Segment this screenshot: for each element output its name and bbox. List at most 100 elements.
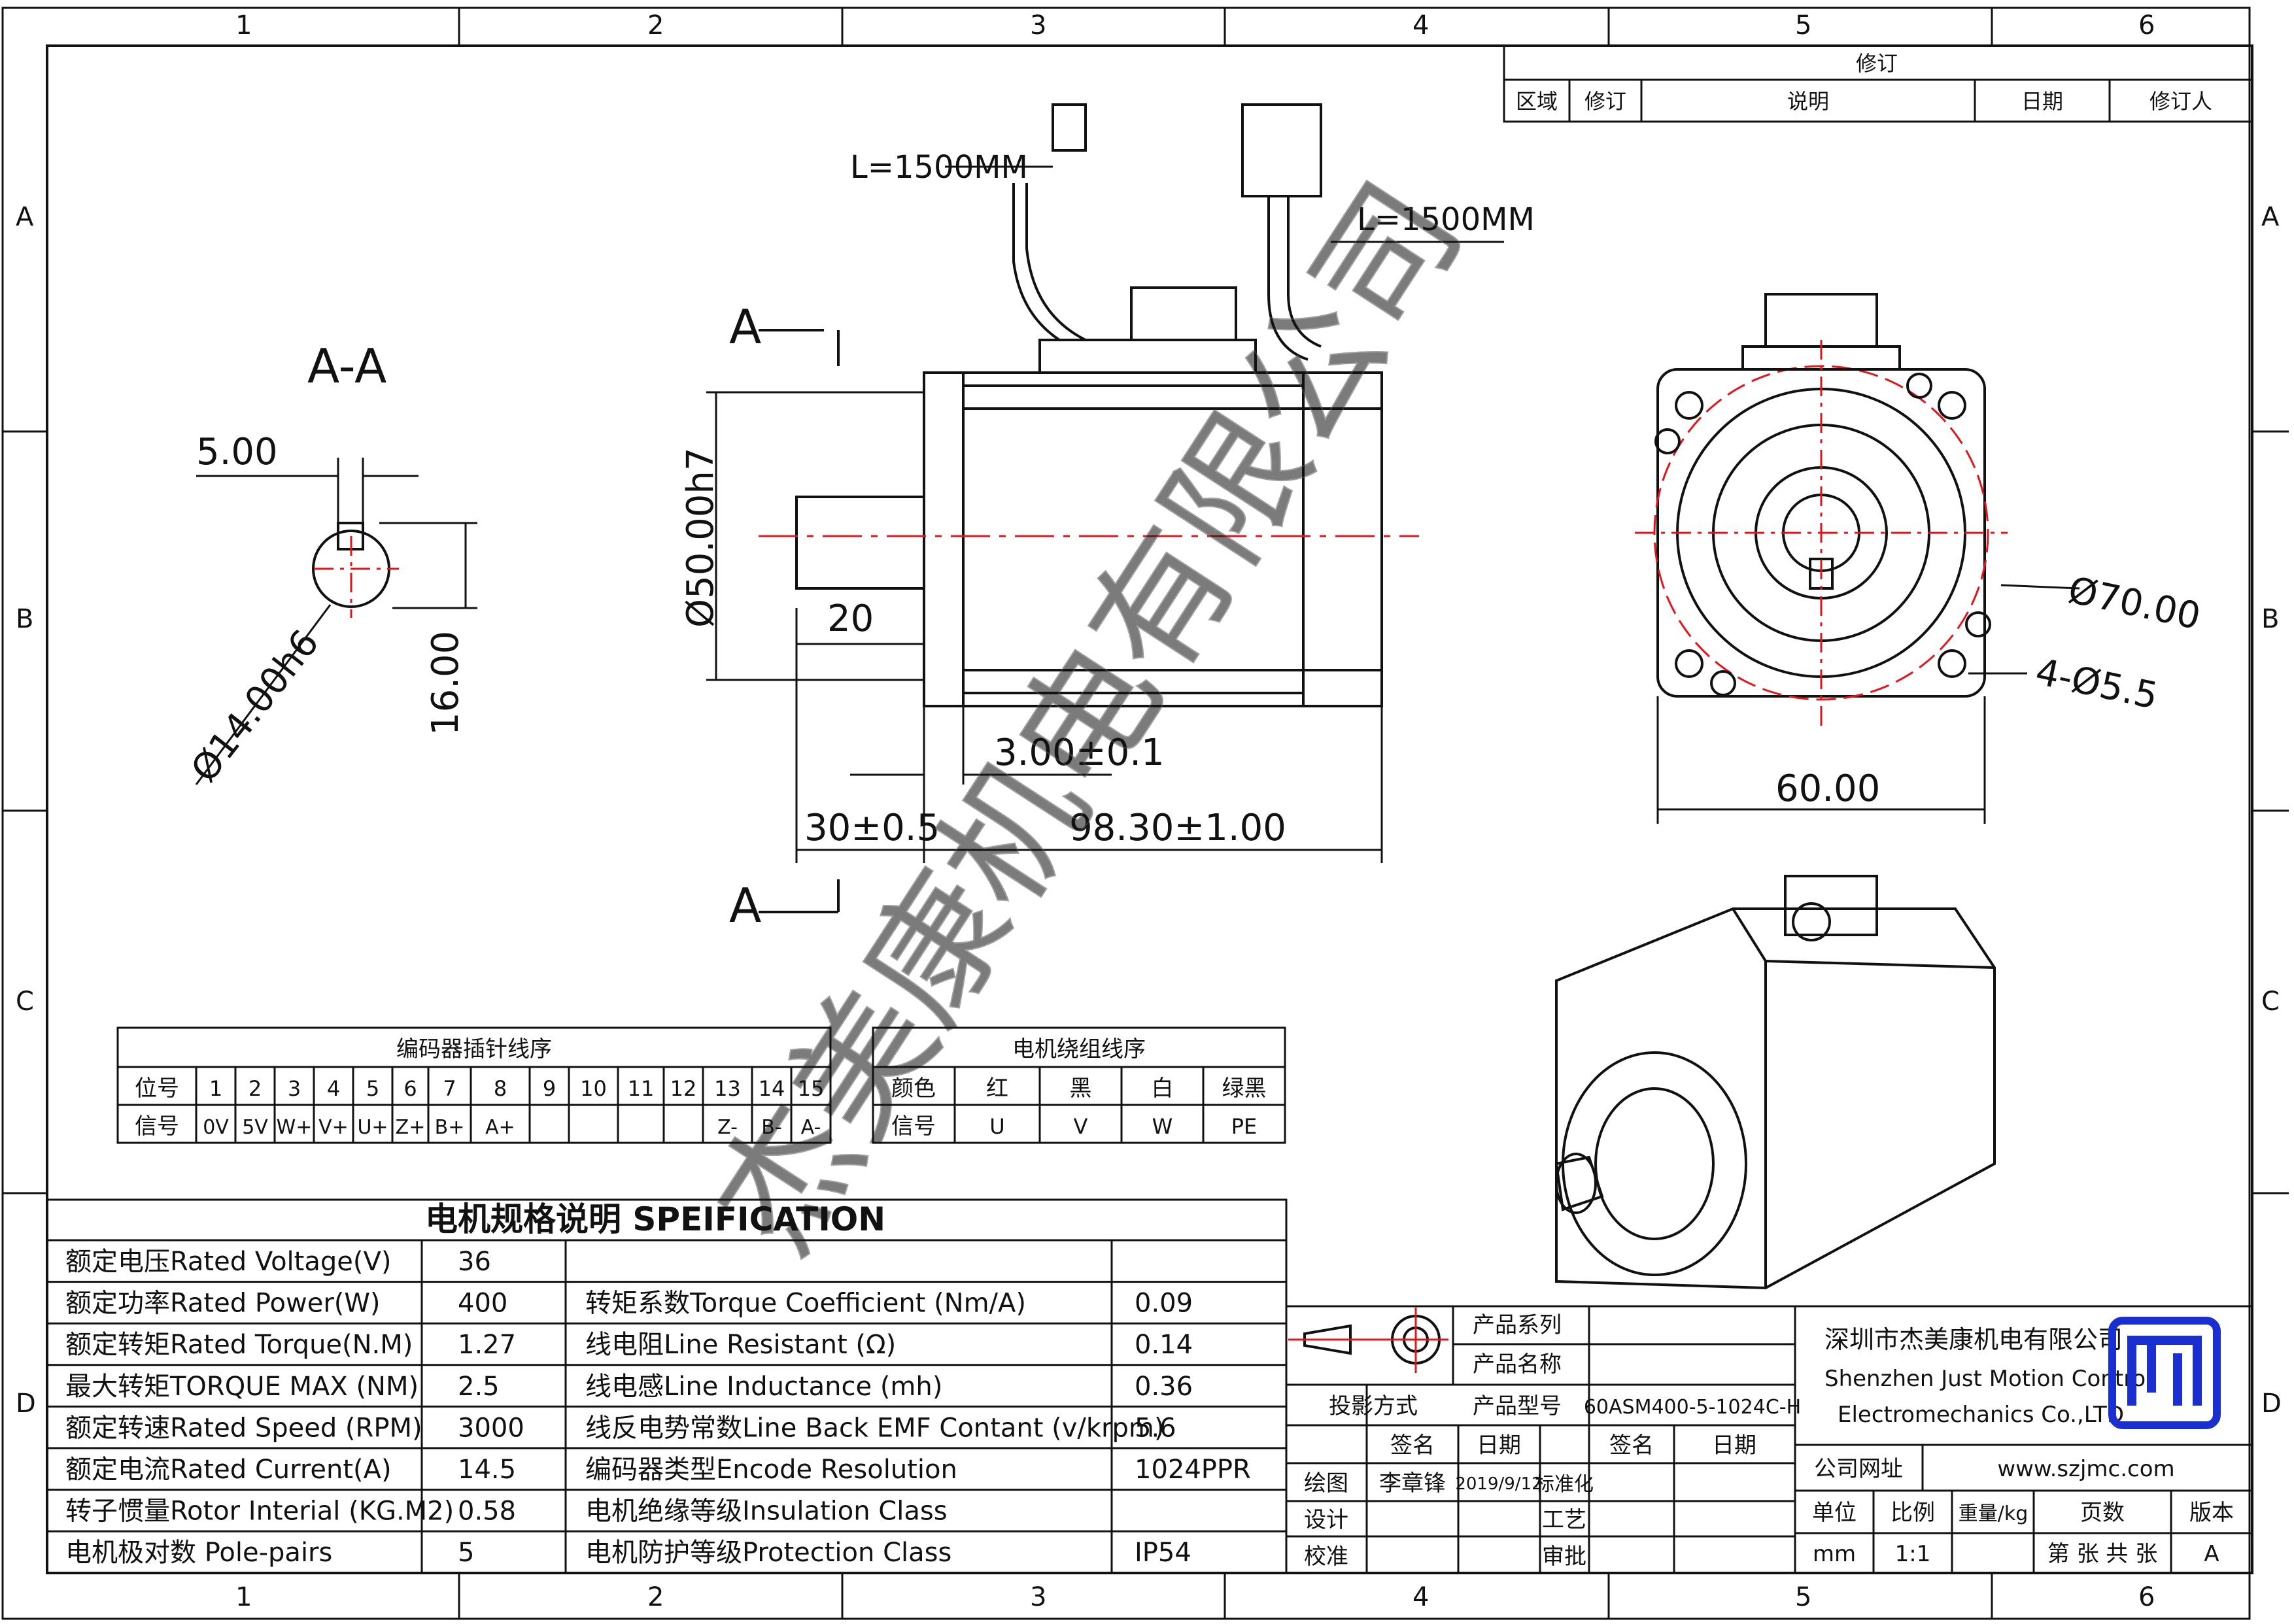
tb-product-model-label: 产品型号 xyxy=(1473,1393,1562,1419)
tb-draw-date: 2019/9/12 xyxy=(1455,1474,1542,1494)
dim-shaft-length: 30±0.5 xyxy=(804,807,940,849)
frame-labels: 1 2 3 4 5 6 1 2 3 4 5 6 A B C D A B C D xyxy=(16,10,2282,1612)
spec-right-value: 0.09 xyxy=(1135,1289,1193,1319)
spec-left-value: 14.5 xyxy=(458,1455,516,1485)
winding-row-label-signal: 信号 xyxy=(891,1113,936,1140)
row-label-c-r: C xyxy=(2261,987,2280,1017)
tb-company-cn: 深圳市杰美康机电有限公司 xyxy=(1824,1325,2123,1354)
encoder-pin-number: 12 xyxy=(670,1076,697,1101)
spec-right-label: 电机防护等级Protection Class xyxy=(585,1538,951,1568)
row-label-c: C xyxy=(16,987,34,1017)
row-label-a: A xyxy=(16,202,34,232)
revision-header-reviser: 修订人 xyxy=(2149,89,2212,114)
tb-projection-label: 投影方式 xyxy=(1329,1393,1418,1419)
section-label-top: A xyxy=(729,299,761,354)
revision-header-date: 日期 xyxy=(2021,89,2063,114)
winding-color: 绿黑 xyxy=(1222,1075,1267,1102)
tb-company-en1: Shenzhen Just Motion Control xyxy=(1824,1366,2152,1392)
side-view: A A xyxy=(679,103,1535,933)
encoder-pin-number: 3 xyxy=(288,1076,301,1101)
tb-scale: 1:1 xyxy=(1895,1541,1931,1567)
spec-left-value: 3000 xyxy=(458,1413,524,1443)
encoder-pin-signal: U+ xyxy=(357,1116,388,1139)
spec-left-value: 2.5 xyxy=(458,1372,500,1402)
encoder-row-label-signal: 信号 xyxy=(135,1113,179,1140)
tb-sign-label: 签名 xyxy=(1390,1432,1435,1459)
spec-right-label: 电机绝缘等级Insulation Class xyxy=(585,1497,948,1527)
col-label-2: 2 xyxy=(647,10,664,41)
encoder-pin-number: 9 xyxy=(543,1076,556,1101)
tb-drawer: 李章锋 xyxy=(1379,1470,1446,1497)
encoder-pin-number: 8 xyxy=(494,1076,507,1101)
dim-flange-thickness: 3.00±0.1 xyxy=(994,732,1165,774)
encoder-pin-number: 11 xyxy=(628,1076,655,1101)
spec-left-label: 电机极对数 Pole-pairs xyxy=(65,1538,332,1568)
encoder-pin-signal: V+ xyxy=(318,1116,349,1139)
spec-right-label: 转矩系数Torque Coefficient (Nm/A) xyxy=(585,1289,1026,1319)
dim-flange-diameter: Ø50.00h7 xyxy=(679,447,722,628)
encoder-pin-number: 13 xyxy=(714,1076,741,1101)
tb-date2-label: 日期 xyxy=(1712,1432,1756,1459)
row-label-b: B xyxy=(16,604,33,634)
col-label-5b: 5 xyxy=(1795,1582,1811,1612)
spec-left-label: 额定电压Rated Voltage(V) xyxy=(65,1247,391,1277)
tb-version: A xyxy=(2204,1541,2219,1567)
winding-signal: PE xyxy=(1231,1114,1258,1139)
col-label-6b: 6 xyxy=(2138,1582,2155,1612)
spec-table: 电机规格说明 SPEIFICATION 额定电压Rated Voltage(V)… xyxy=(46,1198,1288,1574)
encoder-pin-signal: 0V xyxy=(203,1116,229,1139)
tb-check-label: 校准 xyxy=(1304,1544,1348,1570)
row-label-d-r: D xyxy=(2261,1389,2282,1419)
spec-title: 电机规格说明 SPEIFICATION xyxy=(425,1200,885,1238)
encoder-pin-number: 7 xyxy=(443,1076,456,1101)
encoder-pin-number: 2 xyxy=(248,1076,262,1101)
cable-length-encoder: L=1500MM xyxy=(850,149,1028,186)
col-label-3: 3 xyxy=(1030,10,1046,41)
revision-title: 修订 xyxy=(1856,51,1898,76)
dim-key-height: 16.00 xyxy=(424,631,467,736)
winding-signal: W xyxy=(1152,1114,1173,1139)
encoder-pin-number: 5 xyxy=(366,1076,379,1101)
tb-product-series-label: 产品系列 xyxy=(1473,1312,1562,1338)
spec-left-label: 额定转速Rated Speed (RPM) xyxy=(65,1413,422,1443)
front-view: Ø70.00 4-Ø5.5 60.00 xyxy=(1635,293,2204,824)
tb-design-label: 设计 xyxy=(1304,1507,1348,1533)
col-label-1b: 1 xyxy=(235,1582,252,1612)
encoder-pin-signal: 5V xyxy=(242,1116,268,1139)
row-label-a-r: A xyxy=(2261,202,2280,232)
tb-website: www.szjmc.com xyxy=(1997,1456,2174,1482)
revision-header-desc: 说明 xyxy=(1787,89,1829,114)
winding-table-title: 电机绕组线序 xyxy=(1012,1036,1146,1062)
spec-left-value: 0.58 xyxy=(458,1497,516,1527)
tb-unit-label: 单位 xyxy=(1812,1500,1857,1526)
tb-unit: mm xyxy=(1813,1541,1856,1567)
encoder-row-label-pin: 位号 xyxy=(135,1075,179,1102)
dim-shaft-step: 20 xyxy=(827,598,874,640)
tb-date-label: 日期 xyxy=(1477,1432,1521,1459)
encoder-pin-signal: B+ xyxy=(435,1116,465,1139)
revision-header-area: 区域 xyxy=(1516,89,1558,114)
spec-left-value: 400 xyxy=(458,1289,507,1319)
tb-pages: 第 张 共 张 xyxy=(2047,1541,2157,1567)
spec-right-label: 线电感Line Inductance (mh) xyxy=(585,1372,942,1402)
spec-left-value: 36 xyxy=(458,1247,491,1277)
spec-left-label: 转子惯量Rotor Interial (KG.M2) xyxy=(65,1497,454,1527)
spec-right-value: 0.14 xyxy=(1135,1330,1193,1360)
title-block: 产品系列 产品名称 投影方式 产品型号 60ASM400-5-1024C-H 签… xyxy=(1285,1305,2253,1574)
tb-version-label: 版本 xyxy=(2189,1500,2234,1526)
spec-left-label: 额定功率Rated Power(W) xyxy=(65,1289,381,1319)
spec-right-value: IP54 xyxy=(1135,1538,1191,1568)
row-label-b-r: B xyxy=(2261,604,2279,634)
spec-right-value: 5.6 xyxy=(1135,1413,1176,1443)
dim-shaft-diameter: Ø14.00h6 xyxy=(183,622,328,790)
spec-left-label: 额定电流Rated Current(A) xyxy=(65,1455,392,1485)
encoder-pin-number: 10 xyxy=(580,1076,607,1101)
winding-signal: V xyxy=(1074,1114,1088,1139)
frame-column-ticks xyxy=(3,8,2289,1619)
spec-left-label: 额定转矩Rated Torque(N.M) xyxy=(65,1330,413,1360)
spec-right-label: 线电阻Line Resistant (Ω) xyxy=(585,1330,896,1360)
revision-table: 修订 区域 修订 说明 日期 修订人 xyxy=(1503,44,2253,123)
